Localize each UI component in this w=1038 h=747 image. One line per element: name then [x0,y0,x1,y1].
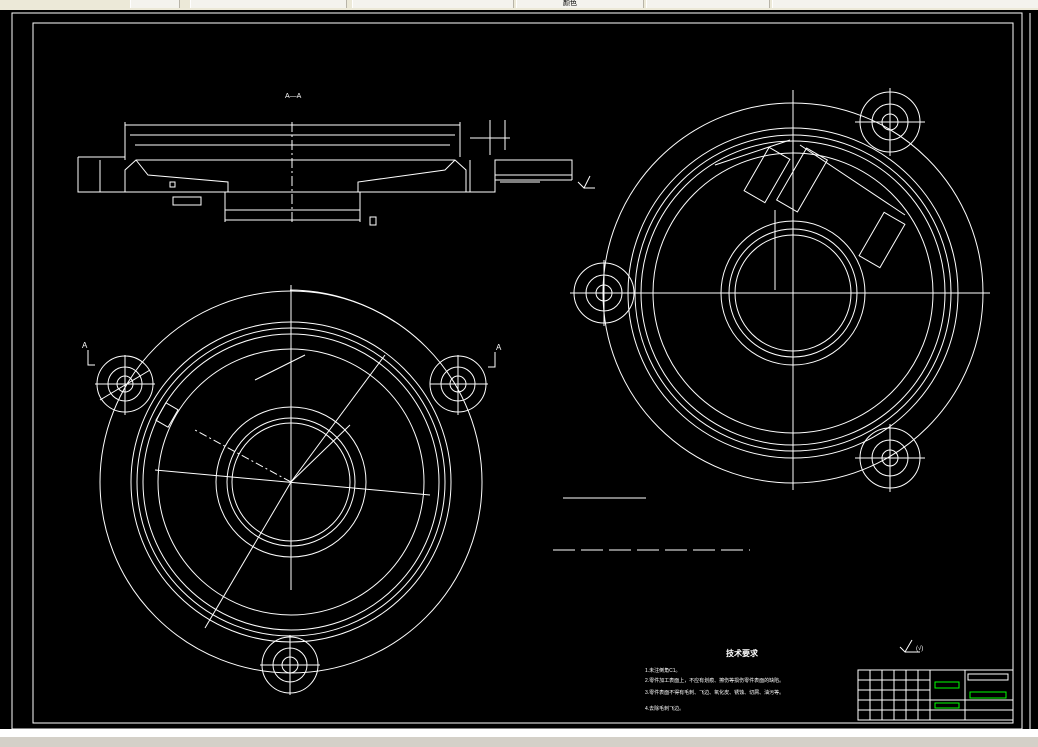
section-view [77,120,595,226]
layer-dropdown[interactable] [190,0,347,8]
left-plan-view [87,285,496,695]
linetype-dropdown[interactable] [352,0,514,8]
color-dropdown[interactable]: 颜色 [516,0,644,8]
toolbar-icons[interactable] [130,0,180,8]
right-plan-view [570,88,990,492]
section-mark-right: A [496,343,502,352]
cad-drawing: A—A A A 技术要求 1.未注倒角C1。 2.零件加工表面上，不应有划痕、擦… [11,12,1031,729]
section-label: A—A [285,93,302,100]
tech-note-3: 3.零件表面不得有毛刺、飞边、氧化皮、锈蚀、切屑、油污等。 [645,689,784,696]
roughness-note: (√) [916,645,923,652]
status-coords [0,737,22,744]
tech-requirements-title: 技术要求 [726,648,759,658]
lineweight-dropdown[interactable] [646,0,770,8]
status-bar [0,729,1038,737]
inner-frame [32,22,1014,724]
plotstyle-dropdown[interactable] [772,0,1038,8]
tech-note-1: 1.未注倒角C1。 [645,667,681,674]
tech-note-2: 2.零件加工表面上，不应有划痕、擦伤等损伤零件表面的缺陷。 [645,677,784,684]
outer-frame [11,12,1023,729]
roughness-symbol [899,639,920,653]
section-mark-left: A [82,341,88,350]
tech-note-4: 4.去除毛刺飞边。 [645,705,684,712]
green-title-cells [934,681,1007,709]
drawing-canvas[interactable]: A—A A A 技术要求 1.未注倒角C1。 2.零件加工表面上，不应有划痕、擦… [0,10,1038,729]
title-block [857,669,1014,721]
